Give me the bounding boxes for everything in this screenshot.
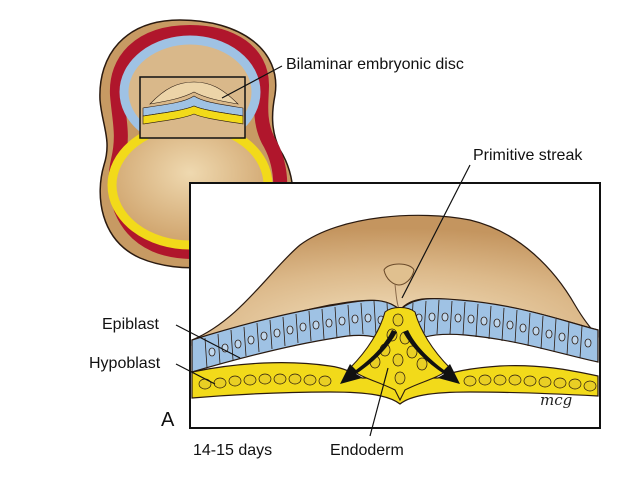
label-age: 14-15 days [193,442,273,459]
label-panel-letter: A [161,409,175,431]
label-primitive-streak: Primitive streak [473,147,583,164]
artist-signature: mcg [540,391,572,409]
zoom-box [139,76,246,139]
leader-epiblast [175,324,241,359]
label-endoderm: Endoderm [330,442,404,459]
label-epiblast: Epiblast [102,316,159,333]
arrow-left [340,330,397,384]
label-hypoblast: Hypoblast [89,355,161,372]
hypoblast-cells [198,373,597,392]
leader-hypoblast [175,363,216,385]
arrow-right [403,330,460,384]
overview-dome [149,81,239,105]
epiblast-cells [204,299,592,369]
leader-endoderm [369,367,389,437]
panel-frame [189,182,601,429]
primitive-streak-mass [349,306,451,402]
primitive-pit [383,263,415,286]
label-bilaminar-disc: Bilaminar embryonic disc [286,56,464,73]
leader-lines [175,65,471,437]
leader-bilaminar [221,65,283,99]
overview-hypoblast [142,105,244,125]
enlarged-panel: mcg [189,182,601,429]
leader-primitive-streak [401,164,471,299]
overview-embryo [99,19,294,269]
